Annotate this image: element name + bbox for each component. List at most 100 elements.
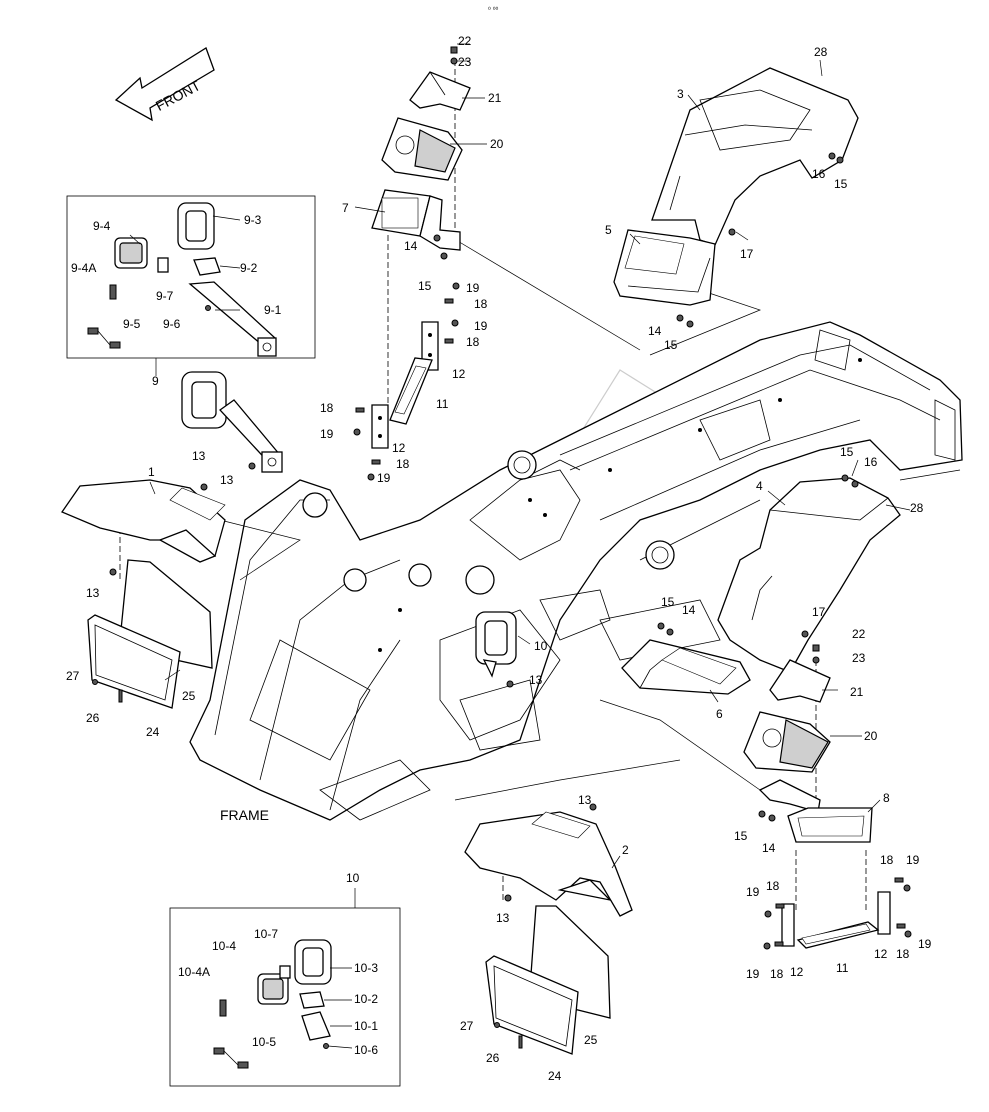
callout-13: 13 [578,793,592,807]
callout-6: 6 [716,707,723,721]
bolt-22-23-b [812,644,820,664]
mud-flap-plate-24-b [485,955,579,1055]
leader-lines [129,43,911,1049]
callout-18: 18 [880,853,894,867]
callout-13: 13 [192,449,206,463]
lamp-housing-10-3 [294,939,332,985]
callout-20: 20 [864,729,878,743]
bolt-13-c [109,568,117,576]
screw-10-6 [323,1043,329,1049]
bolt-14-15-d [758,810,776,822]
callout-10-6: 10-6 [354,1043,378,1057]
lamp-9-4 [114,237,148,269]
callout-18: 18 [766,879,780,893]
bracket-9-2 [193,257,221,276]
callout-19: 19 [746,967,760,981]
hardware-18-19-upper [353,282,460,481]
callout-9-7: 9-7 [156,289,174,303]
callout-15: 15 [834,177,848,191]
callout-4: 4 [756,479,763,493]
clip-9-7 [157,257,169,273]
callout-9-3: 9-3 [244,213,262,227]
callout-13: 13 [529,673,543,687]
callout-21: 21 [850,685,864,699]
callout-20: 20 [490,137,504,151]
callout-18: 18 [466,335,480,349]
callout-9-4: 9-4 [93,219,111,233]
callout-13: 13 [496,911,510,925]
callout-14: 14 [762,841,776,855]
step-cover-20 [381,117,463,181]
bolt-27-a [92,679,98,685]
callout-11: 11 [836,961,849,975]
bolt-26-a [118,689,123,703]
callout-10-1: 10-1 [354,1019,378,1033]
callout-18: 18 [396,457,410,471]
callout-19: 19 [320,427,334,441]
callout-10-4A: 10-4A [178,965,210,979]
callout-10-7: 10-7 [254,927,278,941]
callout-9-6: 9-6 [163,317,181,331]
callout-2: 2 [622,843,629,857]
callout-19: 19 [906,853,920,867]
step-8 [787,807,873,843]
bolt-13-f [504,894,512,902]
step-7-grid [381,197,419,229]
step-brackets-12-lower-right [781,891,891,947]
callout-18: 18 [770,967,784,981]
callout-10-2: 10-2 [354,992,378,1006]
callout-17: 17 [740,247,754,261]
lamp-housing-9-3 [177,202,215,250]
bracket-10-1 [301,1011,331,1041]
callout-14: 14 [648,324,662,338]
callout-19: 19 [918,937,932,951]
fender-4 [717,477,901,673]
callout-12: 12 [392,441,406,455]
callout-28: 28 [910,501,924,515]
callout-16: 16 [864,455,878,469]
step-bracket-12-upper [421,321,439,371]
callout-18: 18 [320,401,334,415]
callout-12: 12 [452,367,466,381]
callout-16: 16 [812,167,826,181]
group-10-box [169,888,401,1087]
callout-12: 12 [874,947,888,961]
front-arrow-icon: FRONT [114,47,215,122]
callout-19: 19 [746,885,760,899]
callout-10-5: 10-5 [252,1035,276,1049]
mud-flap-plate-24-a [87,614,181,709]
callout-8: 8 [883,791,890,805]
step-5 [613,229,716,306]
callout-5: 5 [605,223,612,237]
hardware-18-19-lower [763,877,912,950]
bolt-13-a [248,462,256,470]
callout-15: 15 [840,445,854,459]
callout-11: 11 [436,397,449,411]
hardware-15-16-b [801,474,859,638]
callout-27: 27 [460,1019,474,1033]
callout-labels: 22 23 21 20 7 14 15 19 18 19 18 12 11 18… [66,34,932,1083]
callout-14: 14 [682,603,696,617]
callout-18: 18 [474,297,488,311]
callout-27: 27 [66,669,80,683]
bolt-14-15-b [676,314,694,328]
bolt-22-23 [450,46,458,65]
step-11-upper [389,357,433,425]
callout-24: 24 [146,725,160,739]
callout-17: 17 [812,605,826,619]
callout-24: 24 [548,1069,562,1083]
step-6 [621,639,751,695]
callout-13: 13 [86,586,100,600]
bolt-13-b [200,483,208,491]
step-bracket-12-lower [371,404,389,449]
hardware-15-16-a [728,152,844,236]
fender-1 [61,479,226,563]
bulb-9-4A [109,284,117,300]
group-9-box [66,195,316,376]
callout-7: 7 [342,201,349,215]
callout-22: 22 [458,34,472,48]
callout-18: 18 [896,947,910,961]
callout-28: 28 [814,45,828,59]
wire-10-5 [213,1047,249,1069]
callout-19: 19 [377,471,391,485]
